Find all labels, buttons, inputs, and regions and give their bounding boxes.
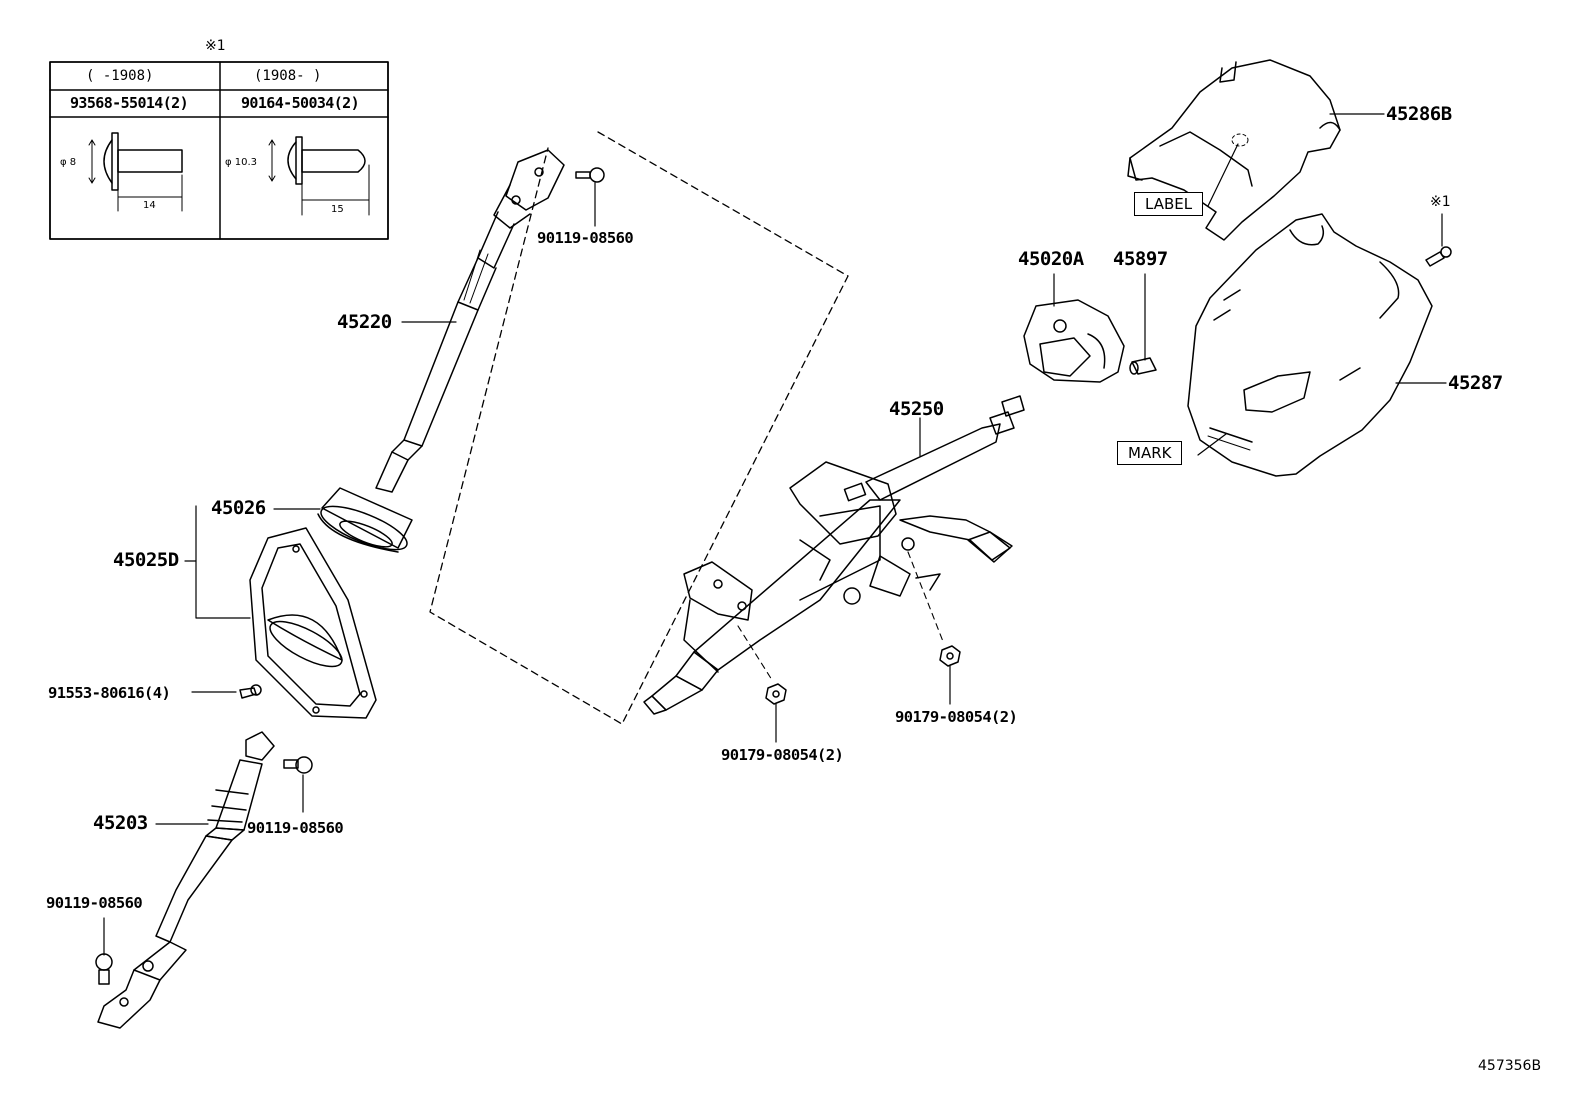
- cover-45025D: [249, 527, 377, 719]
- bolt-drawing-1: [88, 132, 183, 212]
- part-label-45025D: 45025D: [113, 549, 179, 571]
- column-assembly-45250: [643, 395, 1025, 715]
- bolt-mid-icon: [283, 756, 313, 813]
- table-col1-diameter: φ 8: [60, 157, 77, 168]
- code-bolt-top: 90119-08560: [537, 229, 634, 247]
- diagram-reference: 457356B: [1478, 1058, 1542, 1074]
- table-col1-part: 93568-55014(2): [70, 94, 189, 112]
- screw-icon: [191, 684, 262, 699]
- part-label-45286B: 45286B: [1386, 103, 1452, 125]
- note-marker: ※1: [1430, 194, 1451, 210]
- marker-screw-icon: [1425, 213, 1452, 267]
- reference-table: [49, 61, 389, 240]
- label-box: LABEL: [1134, 192, 1204, 216]
- code-screw: 91553-80616(4): [48, 684, 171, 702]
- bolt-low-icon: [95, 917, 113, 985]
- part-label-45203: 45203: [93, 812, 148, 834]
- bracket-45025D: [195, 505, 251, 619]
- table-marker: ※1: [205, 38, 226, 54]
- table-col2-range: (1908- ): [254, 68, 322, 84]
- nut-right-icon: [907, 551, 961, 705]
- intermediate-shaft-45220: [375, 149, 565, 493]
- table-col2-diameter: φ 10.3: [225, 157, 258, 168]
- part-label-45897: 45897: [1113, 248, 1168, 270]
- leader-mark: [1197, 433, 1227, 456]
- part-label-45220: 45220: [337, 311, 392, 333]
- mark-box: MARK: [1117, 441, 1183, 465]
- table-col1-length: 14: [143, 200, 156, 211]
- assembly-dashed-outline: [429, 131, 849, 725]
- nut-left-icon: [737, 625, 787, 743]
- part-label-45287: 45287: [1448, 372, 1503, 394]
- lower-cover-45287: [1187, 213, 1433, 477]
- lock-45020A: [1023, 299, 1125, 383]
- code-nut-left: 90179-08054(2): [721, 746, 844, 764]
- leader-label: [1207, 143, 1239, 207]
- code-nut-right: 90179-08054(2): [895, 708, 1018, 726]
- part-label-45026: 45026: [211, 497, 266, 519]
- bearing-45026: [317, 487, 413, 553]
- bolt-drawing-2: [268, 136, 370, 216]
- lower-shaft-45203: [97, 731, 275, 1029]
- part-45897: [1129, 357, 1157, 375]
- part-label-45020A: 45020A: [1018, 248, 1084, 270]
- code-bolt-low: 90119-08560: [46, 894, 143, 912]
- part-label-45250: 45250: [889, 398, 944, 420]
- table-col2-part: 90164-50034(2): [241, 94, 360, 112]
- bolt-top-icon: [575, 167, 605, 227]
- code-bolt-mid: 90119-08560: [247, 819, 344, 837]
- table-col1-range: ( -1908): [86, 68, 154, 84]
- table-col2-length: 15: [331, 204, 344, 215]
